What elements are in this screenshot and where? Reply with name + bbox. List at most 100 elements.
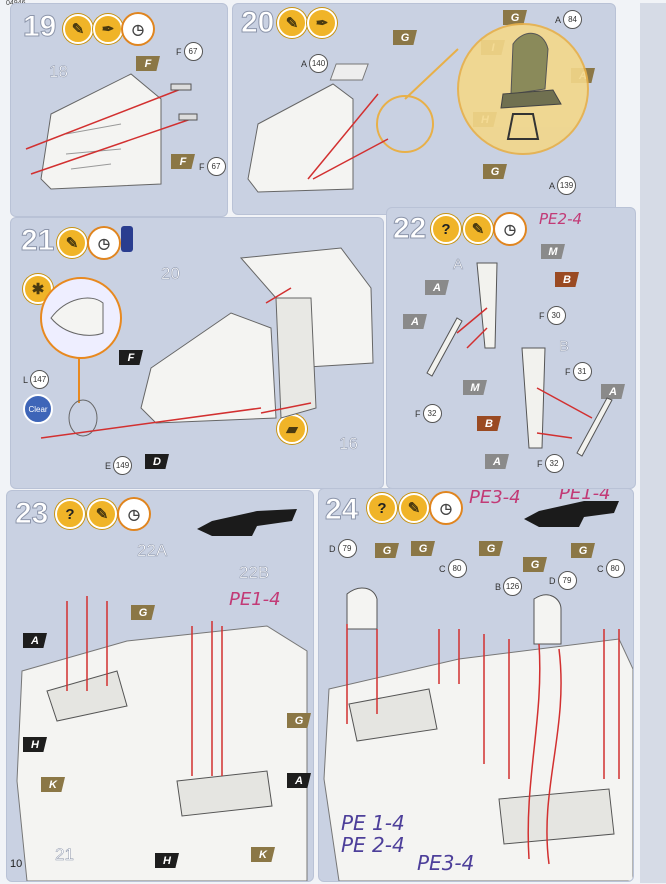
- cement-icon: ✎: [63, 14, 93, 44]
- tag-g-3: G: [483, 164, 507, 179]
- step-number: 24: [324, 493, 359, 527]
- step-23-drawing: [16, 509, 308, 881]
- label-22a: 22A: [137, 541, 168, 561]
- tag-g-1: G: [375, 543, 399, 558]
- question-icon: ?: [431, 214, 461, 244]
- glue-bottle-icon: [121, 226, 133, 252]
- part-149: E 149: [105, 456, 133, 475]
- variant-a-label: A: [453, 256, 464, 274]
- clear-paint-icon: Clear: [23, 394, 53, 424]
- step-22-drawing: [426, 262, 613, 457]
- step-22-panel: 22 ? ✎ ◷ PE2-4 A B M B A A M B A A F 30 …: [386, 207, 636, 489]
- tag-g-2: G: [411, 541, 435, 556]
- cement-icon: ✎: [399, 493, 429, 523]
- clock-icon: ◷: [89, 228, 119, 258]
- variant-b-label: B: [559, 338, 570, 356]
- cement-icon: ✎: [57, 228, 87, 258]
- part-label-21: 21: [55, 845, 74, 865]
- tag-a-3: A: [601, 384, 625, 399]
- part-c80-1: C 80: [439, 559, 467, 578]
- cement-icon: ✎: [87, 499, 117, 529]
- step-20-drawing: [247, 23, 589, 193]
- tag-f-1: F: [136, 56, 160, 71]
- tag-g-2: G: [287, 713, 311, 728]
- part-label-18: 18: [49, 62, 68, 82]
- tag-b-2: B: [477, 416, 501, 431]
- part-f32-1: F 32: [415, 404, 442, 423]
- part-label-20: 20: [161, 264, 180, 284]
- clock-icon: ◷: [495, 214, 525, 244]
- handwritten-note-bottom-1: PE 1-4: [341, 811, 405, 835]
- tag-f: F: [119, 350, 143, 365]
- handwritten-note-1: PE3-4: [469, 488, 521, 508]
- tag-k-2: K: [251, 847, 275, 862]
- step-number: 21: [20, 224, 55, 258]
- step-21-drawing: [40, 247, 374, 439]
- step-19-drawing: [25, 73, 198, 190]
- part-c80-2: C 80: [597, 559, 625, 578]
- tag-b-1: B: [555, 272, 579, 287]
- part-f30: F 30: [539, 306, 566, 325]
- tag-m-2: M: [463, 380, 487, 395]
- step-number: 20: [240, 6, 275, 40]
- tag-a-2: A: [403, 314, 427, 329]
- cement-icon: ✎: [463, 214, 493, 244]
- part-d79-1: D 79: [329, 539, 357, 558]
- page-number: 10: [10, 858, 23, 870]
- tag-g-5: G: [571, 543, 595, 558]
- part-d79-2: D 79: [549, 571, 577, 590]
- tag-f-2: F: [171, 154, 195, 169]
- handwritten-note-2: PE1-4: [559, 488, 611, 504]
- part-67-top: F 67: [176, 42, 203, 61]
- tag-h-2: H: [155, 853, 179, 868]
- paint-icon: ✒: [93, 14, 123, 44]
- question-icon: ?: [55, 499, 85, 529]
- part-140: A 140: [301, 54, 329, 73]
- handwritten-note: PE2-4: [539, 210, 583, 228]
- step-number: 23: [14, 497, 49, 531]
- adjacent-page-edge: [640, 3, 666, 883]
- step-23-panel: 23 ? ✎ ◷ 22A 22B PE1-4 G A H K G A H K 2…: [6, 490, 314, 882]
- part-label-16: 16: [339, 434, 358, 454]
- asterisk-icon: ✱: [23, 274, 53, 304]
- tag-a-1: A: [23, 633, 47, 648]
- tag-a-1: A: [425, 280, 449, 295]
- part-f31: F 31: [565, 362, 592, 381]
- part-84: A 84: [555, 10, 583, 29]
- cement-icon: ✎: [277, 8, 307, 38]
- clock-icon: ◷: [119, 499, 149, 529]
- tag-g-1: G: [393, 30, 417, 45]
- clock-icon: ◷: [123, 14, 153, 44]
- part-139: A 139: [549, 176, 577, 195]
- tag-g-3: G: [479, 541, 503, 556]
- tag-d: D: [145, 454, 169, 469]
- tag-g-2: G: [503, 10, 527, 25]
- step-21-panel: 21 ✎ ◷ ✱ L 147 Clear 20 16 F D E 149 ▰: [10, 217, 384, 489]
- question-icon: ?: [367, 493, 397, 523]
- clock-icon: ◷: [431, 493, 461, 523]
- part-147: L 147: [23, 370, 50, 389]
- step-number: 19: [22, 10, 57, 44]
- part-67-bottom: F 67: [199, 157, 226, 176]
- tag-a-2: A: [287, 773, 311, 788]
- tag-h-1: H: [23, 737, 47, 752]
- label-22b: 22B: [239, 563, 270, 583]
- tag-g-1: G: [131, 605, 155, 620]
- tag-g-4: G: [523, 557, 547, 572]
- part-b126: B 126: [495, 577, 523, 596]
- step-24-drawing: [323, 501, 633, 881]
- tag-k-1: K: [41, 777, 65, 792]
- handwritten-note: PE1-4: [229, 589, 281, 610]
- step-number: 22: [392, 212, 427, 246]
- paint-icon: ✒: [307, 8, 337, 38]
- handwritten-note-bottom-2: PE 2-4: [341, 833, 405, 857]
- step-20-panel: 20 ✎ ✒ G A 140 G A 84 I A H G A 139: [232, 3, 616, 215]
- tag-a-4: A: [485, 454, 509, 469]
- part-f32-2: F 32: [537, 454, 564, 473]
- step-19-panel: 19 ✎ ✒ ◷ 18 F F F 67 F 67: [10, 3, 228, 217]
- tag-m-1: M: [541, 244, 565, 259]
- decal-icon: ▰: [277, 414, 307, 444]
- step-24-panel: 24 ? ✎ ◷ PE3-4 PE1-4 G G G G G D 7: [318, 488, 634, 882]
- handwritten-note-bottom-3: PE3-4: [417, 851, 475, 875]
